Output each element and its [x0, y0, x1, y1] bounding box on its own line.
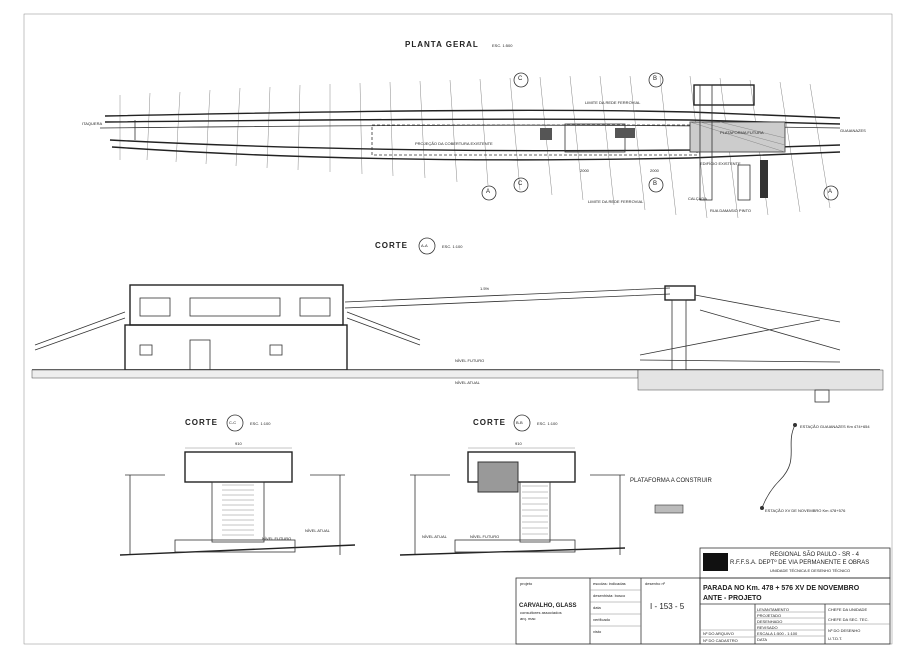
svg-text:B: B	[653, 76, 657, 82]
plan-scale: ESC. 1:500	[492, 43, 513, 48]
svg-text:REVISADO: REVISADO	[757, 625, 778, 630]
section-aa: CORTE A-A ESC. 1:100 NÍVEL FUTURO NÍVEL …	[31, 237, 884, 403]
svg-text:LEVANTAMENTO: LEVANTAMENTO	[757, 607, 789, 612]
section-cc: CORTE C-C ESC. 1:100 910 NÍVEL FUTURO NÍ…	[119, 414, 356, 556]
sheet-number-label: Nº DO DESENHO	[828, 628, 860, 633]
drawing-number: I - 153 - 5	[650, 602, 685, 611]
plan-title: PLANTA GERAL	[405, 40, 479, 49]
plan-dim-2: 2000	[650, 168, 660, 173]
title-block: REGIONAL SÃO PAULO - SR - 4 R.F.F.S.A. D…	[515, 547, 891, 645]
section-cc-level-current: NÍVEL ATUAL	[305, 528, 331, 533]
section-aa-slope: 1.5%	[480, 286, 490, 291]
section-bb-title: CORTE	[473, 418, 506, 427]
org-line-1: REGIONAL SÃO PAULO - SR - 4	[770, 551, 860, 558]
org-line-2: R.F.F.S.A. DEPTº DE VIA PERMANENTE E OBR…	[730, 559, 869, 566]
legend-label: PLATAFORMA A CONSTRUIR	[630, 478, 712, 484]
archive-field: Nº DO ARQUIVO	[703, 631, 734, 636]
section-cc-title: CORTE	[185, 418, 218, 427]
verified-field: verificado	[593, 617, 611, 622]
scales-field: escolas: indicadas	[593, 581, 626, 586]
section-aa-scale: ESC. 1:100	[442, 244, 463, 249]
section-marker-c-bottom: C	[513, 177, 529, 193]
projeto-label: projeto	[520, 581, 533, 586]
cadastro-field: Nº DO CADASTRO	[703, 638, 738, 643]
section-bb-dim: 910	[515, 441, 522, 446]
section-bb-scale: ESC. 1:100	[537, 421, 558, 426]
location-map: ESTAÇÃO GUAIANAZES Km 474+654 ESTAÇÃO XV…	[760, 423, 870, 513]
plan-limit-top: LIMITE DA REDE FERROVIAL	[585, 100, 641, 105]
plan-left-city: ITAQUERA	[82, 121, 102, 126]
chief-section-field: CHEFE DA SEC. TEC.	[828, 617, 869, 622]
plan-projection: PROJEÇÃO DA COBERTURA EXISTENTE	[415, 141, 493, 146]
drawn-by-field: desenhista: bosco	[593, 593, 626, 598]
section-aa-marker: A-A	[421, 243, 428, 248]
firm-architect: arq. mac	[520, 616, 536, 621]
sheet-border	[23, 13, 893, 645]
org-line-3: UNIDADE TÉCNICA E DESENHO TÉCNICO	[770, 568, 850, 573]
svg-text:A: A	[486, 189, 490, 195]
plan-limit-bottom: LIMITE DA REDE FERROVIAL	[588, 199, 644, 204]
project-phase: ANTE - PROJETO	[703, 595, 762, 602]
firm-name: CARVALHO, GLASS	[519, 603, 576, 609]
plan-sidewalk: CALÇADA	[688, 196, 707, 201]
section-bb: CORTE B-B ESC. 1:100 910 NÍVEL FUTURO NÍ…	[399, 414, 626, 556]
title-rows: LEVANTAMENTO PROJETADO DESENHADO REVISAD…	[757, 607, 798, 642]
section-aa-level-future: NÍVEL FUTURO	[455, 358, 484, 363]
section-cc-level-future: NÍVEL FUTURO	[262, 536, 291, 541]
section-cc-marker: C-C	[229, 420, 236, 425]
svg-text:C: C	[518, 181, 523, 187]
section-marker-b-bottom: B	[648, 177, 664, 193]
sheet-code: U.T.D.T.	[828, 636, 842, 641]
svg-text:B: B	[653, 181, 657, 187]
svg-text:A: A	[828, 189, 832, 195]
svg-text:ESCALA 1:500 - 1:100: ESCALA 1:500 - 1:100	[757, 631, 798, 636]
section-cc-dim: 910	[235, 441, 242, 446]
plan-platform-future: PLATAFORMA FUTURA	[720, 130, 764, 135]
section-marker-b-top: B	[648, 72, 664, 88]
section-bb-marker: B-B	[516, 420, 523, 425]
plan-right-city: GUAIANAZES	[840, 128, 866, 133]
date-field: data	[593, 605, 602, 610]
location-station-1: ESTAÇÃO GUAIANAZES Km 474+654	[800, 424, 870, 429]
plan-view: PLANTA GERAL ESC. 1:500 PLATAFORMA FUTUR…	[82, 40, 866, 219]
firm-subtitle: consultores associados	[520, 610, 562, 615]
section-aa-level-current: NÍVEL ATUAL	[455, 380, 481, 385]
plan-existing-building: EDIFÍCIO EXISTENTE	[700, 161, 741, 166]
plan-dim-1: 2000	[580, 168, 590, 173]
plan-street: RUA DAMASIO PINTO	[710, 208, 751, 213]
visto-field: visto	[593, 629, 602, 634]
chief-unit-field: CHEFE DA UNIDADE	[828, 607, 867, 612]
legend-swatch	[654, 504, 684, 514]
legend: PLATAFORMA A CONSTRUIR	[630, 478, 712, 514]
section-bb-level-current: NÍVEL ATUAL	[422, 534, 448, 539]
section-aa-title: CORTE	[375, 241, 408, 250]
section-marker-a-right: A	[823, 185, 839, 201]
section-marker-c-top: C	[513, 72, 529, 88]
location-station-2: ESTAÇÃO XV DE NOVEMBRO Km 478+576	[765, 508, 846, 513]
section-bb-level-future: NÍVEL FUTURO	[470, 534, 499, 539]
section-marker-a-left: A	[481, 185, 497, 201]
svg-text:DESENHADO: DESENHADO	[757, 619, 782, 624]
svg-text:PROJETADO: PROJETADO	[757, 613, 781, 618]
section-cc-scale: ESC. 1:100	[250, 421, 271, 426]
drawing-number-label: desenho nº	[645, 581, 666, 586]
svg-text:C: C	[518, 76, 523, 82]
svg-text:DATA: DATA	[757, 637, 767, 642]
project-title: PARADA NO Km. 478 + 576 XV DE NOVEMBRO	[703, 585, 860, 592]
